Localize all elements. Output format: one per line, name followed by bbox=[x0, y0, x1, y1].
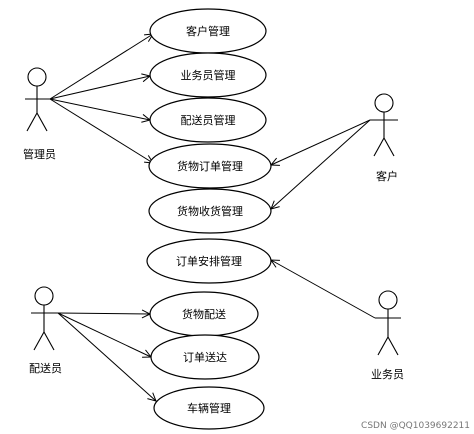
use-case-ellipse bbox=[146, 238, 272, 284]
association-admin-order-mgmt bbox=[49, 98, 153, 163]
actor-admin-leg-left bbox=[26, 112, 38, 132]
actor-customer: 客户 bbox=[370, 93, 398, 183]
actor-admin: 管理员 bbox=[23, 67, 56, 161]
association-clerk-arrangement-mgmt bbox=[271, 260, 376, 319]
use-case-ellipse bbox=[148, 188, 272, 234]
actor-clerk-label: 业务员 bbox=[371, 368, 404, 381]
use-case-label: 货物收货管理 bbox=[177, 204, 243, 218]
watermark: CSDN @QQ1039692211 bbox=[361, 421, 470, 431]
use-case-label: 客户管理 bbox=[186, 24, 230, 38]
actor-admin-label: 管理员 bbox=[23, 147, 56, 161]
association-customer-receiving-mgmt bbox=[271, 119, 371, 209]
actor-customer-leg-left bbox=[373, 137, 385, 157]
use-case-label: 订单安排管理 bbox=[176, 254, 242, 268]
association-courier-delivery bbox=[57, 313, 150, 314]
actor-courier-head bbox=[34, 286, 54, 306]
association-customer-order-mgmt bbox=[271, 119, 371, 165]
actor-admin-head bbox=[27, 67, 47, 87]
use-case-clerk-mgmt: 业务员管理 bbox=[149, 52, 267, 98]
use-case-arrangement-mgmt: 订单安排管理 bbox=[146, 238, 272, 284]
use-case-vehicle-mgmt: 车辆管理 bbox=[153, 386, 265, 430]
use-case-ellipse bbox=[153, 386, 265, 430]
association-admin-customer-mgmt bbox=[49, 34, 153, 100]
use-case-ellipse bbox=[149, 52, 267, 98]
actor-clerk: 业务员 bbox=[371, 290, 404, 381]
use-case-receiving-mgmt: 货物收货管理 bbox=[148, 188, 272, 234]
use-case-order-mgmt: 货物订单管理 bbox=[148, 143, 272, 189]
use-case-ellipse bbox=[148, 143, 272, 189]
association-courier-arrival bbox=[57, 312, 151, 357]
actor-courier-leg-right bbox=[43, 331, 55, 351]
actor-customer-head bbox=[374, 93, 394, 113]
use-case-label: 货物订单管理 bbox=[177, 159, 243, 173]
actor-clerk-leg-right bbox=[387, 336, 399, 356]
use-case-delivery: 货物配送 bbox=[149, 291, 259, 337]
actor-clerk-leg-left bbox=[377, 336, 389, 356]
actor-courier-label: 配送员 bbox=[29, 361, 62, 375]
actor-admin-leg-right bbox=[36, 112, 48, 132]
use-case-label: 货物配送 bbox=[182, 307, 226, 321]
associations bbox=[49, 34, 376, 401]
actor-customer-leg-right bbox=[383, 137, 395, 157]
use-case-label: 业务员管理 bbox=[181, 68, 236, 82]
use-case-customer-mgmt: 客户管理 bbox=[149, 8, 267, 54]
use-case-arrival: 订单送达 bbox=[150, 334, 260, 380]
actor-courier-leg-left bbox=[33, 331, 45, 351]
use-case-ellipse bbox=[150, 334, 260, 380]
actor-clerk-head bbox=[378, 290, 398, 310]
actor-customer-label: 客户 bbox=[376, 169, 398, 183]
association-courier-vehicle-mgmt bbox=[57, 312, 156, 401]
association-admin-clerk-mgmt bbox=[49, 76, 150, 100]
use-case-label: 配送员管理 bbox=[181, 113, 236, 127]
use-case-ellipse bbox=[149, 97, 267, 143]
use-case-label: 订单送达 bbox=[183, 350, 227, 364]
use-case-courier-mgmt: 配送员管理 bbox=[149, 97, 267, 143]
use-cases: 客户管理 业务员管理 配送员管理 货物订单管理 货物收货管理 订单安排管理 货物… bbox=[146, 8, 272, 430]
actor-courier: 配送员 bbox=[29, 286, 62, 375]
use-case-label: 车辆管理 bbox=[187, 401, 231, 415]
association-admin-courier-mgmt bbox=[49, 98, 150, 120]
